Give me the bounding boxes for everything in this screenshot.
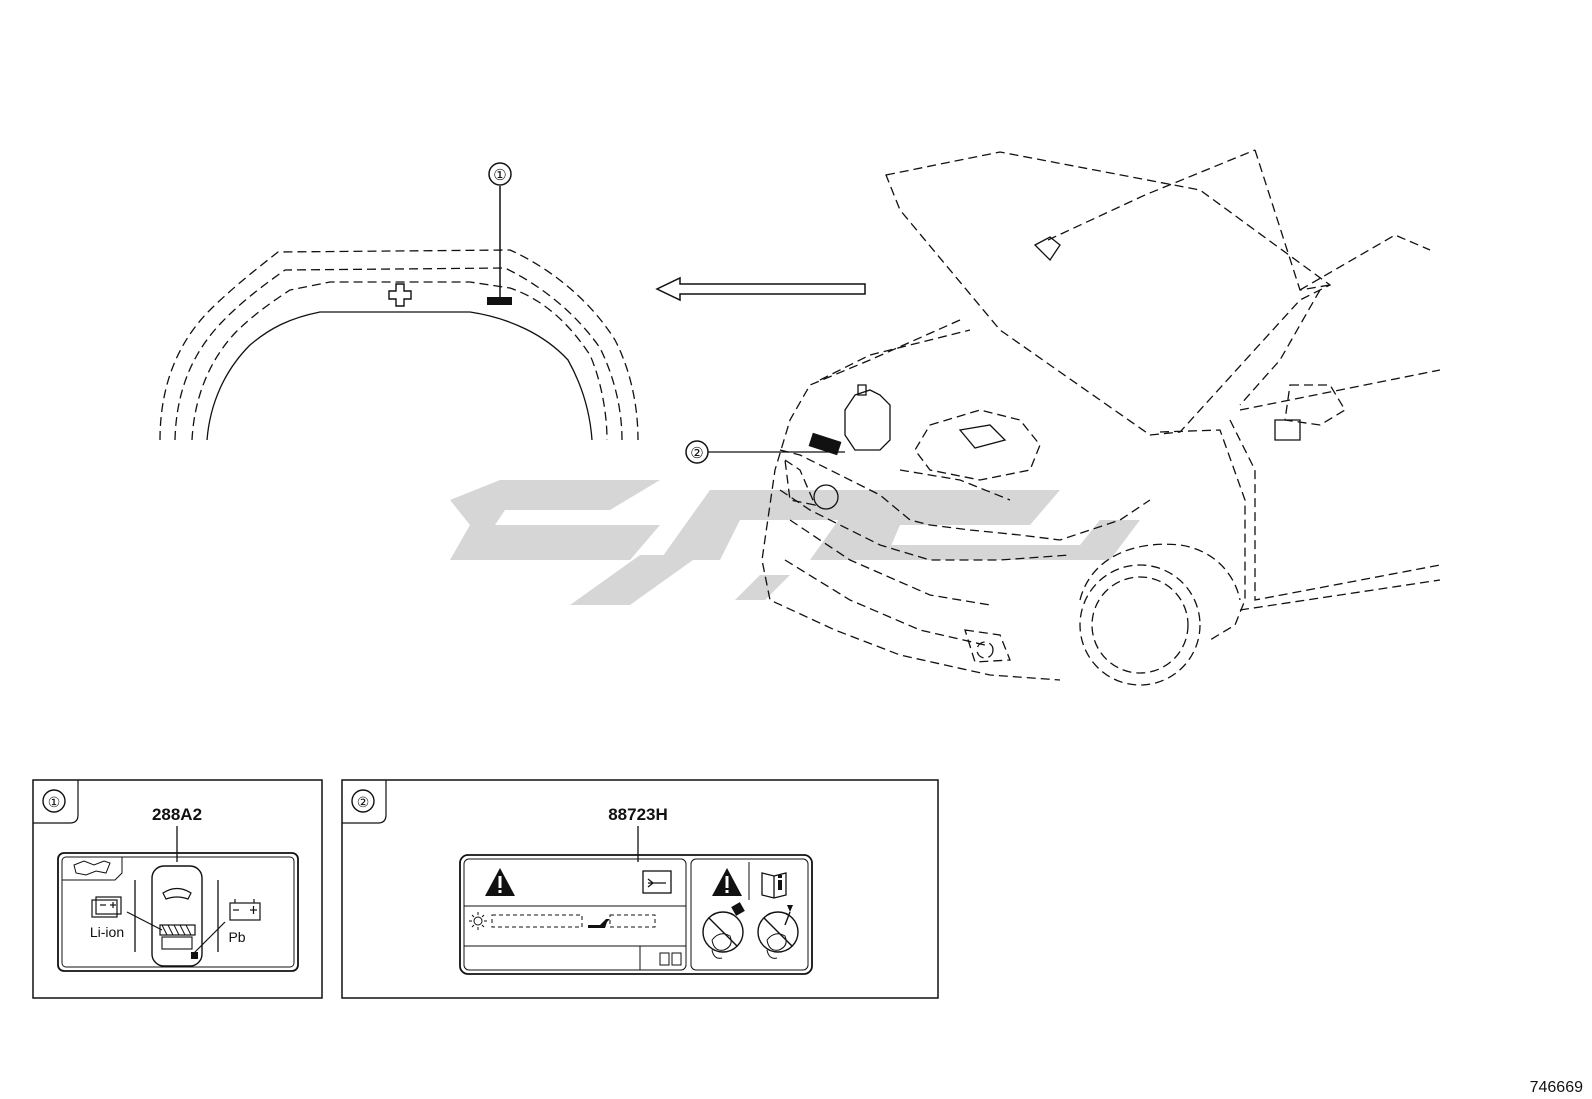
pb-battery-icon xyxy=(229,899,261,921)
warning-icon xyxy=(712,868,742,896)
svg-text:②: ② xyxy=(690,445,703,462)
warning-icon xyxy=(485,868,515,896)
figure-id: 746669 xyxy=(1530,1079,1583,1096)
watermark-logo xyxy=(450,480,1140,605)
part-number: 88723H xyxy=(608,805,668,824)
no-touch-icon xyxy=(757,905,799,959)
hood-cross-icon xyxy=(388,283,412,307)
book-info-icon xyxy=(761,872,787,899)
part-number: 288A2 xyxy=(152,805,202,824)
label-panel-1: ① 288A2 Li-ion Pb xyxy=(32,779,323,999)
label-position-marker xyxy=(808,432,842,456)
callout-2: ② xyxy=(685,432,845,464)
no-fan-icon xyxy=(702,902,745,959)
pb-label: Pb xyxy=(228,929,245,945)
hood-underside-outline xyxy=(159,249,639,441)
manual-icon xyxy=(73,860,111,876)
panel-index: ② xyxy=(357,794,370,810)
arrow-left-icon xyxy=(655,276,866,302)
li-ion-battery-icon xyxy=(91,896,122,918)
label-panel-2: ② 88723H xyxy=(341,779,939,999)
oil-icon xyxy=(588,919,610,928)
car-illustration xyxy=(761,149,1441,686)
sun-icon xyxy=(469,912,487,930)
svg-text:①: ① xyxy=(493,167,506,184)
callout-1: ① xyxy=(487,162,512,305)
manual-icon xyxy=(642,870,672,894)
panel-index: ① xyxy=(48,794,61,810)
label-position-marker xyxy=(487,297,512,305)
li-ion-label: Li-ion xyxy=(90,924,124,940)
car-top-view xyxy=(151,865,203,967)
